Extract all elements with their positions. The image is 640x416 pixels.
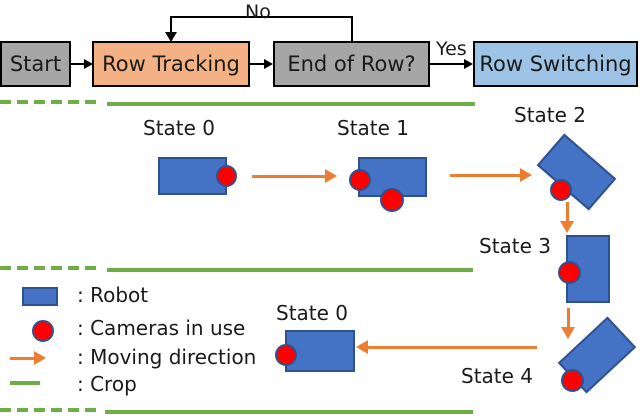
state-label-3: State 3 <box>479 234 552 258</box>
moving-arrow-state4-to-state0 <box>368 346 537 349</box>
flowchart-node-end-of-row-label: End of Row? <box>287 51 416 76</box>
legend-camera-swatch <box>32 320 54 342</box>
legend-moving-arrowhead-icon <box>34 351 46 365</box>
legend-moving-arrow-swatch <box>10 357 36 360</box>
robot-state0-top <box>158 157 227 195</box>
robot-state3-vertical <box>566 235 610 303</box>
flowchart-node-row-tracking-label: Row Tracking <box>102 51 240 76</box>
state-label-4: State 4 <box>461 364 534 388</box>
state-label-0-top: State 0 <box>143 116 216 140</box>
robot-state2-rotated <box>536 133 617 211</box>
edge-label-no: No <box>245 1 271 23</box>
state-label-0-bottom: State 0 <box>276 301 349 325</box>
flowchart-node-start: Start <box>0 41 71 87</box>
crop-line-solid-top <box>107 102 475 106</box>
legend-crop-label: : Crop <box>77 372 137 396</box>
flow-arrowhead-icon <box>464 59 473 69</box>
flowchart-node-row-switching-label: Row Switching <box>479 51 632 76</box>
crop-line-solid-bottom <box>105 410 473 414</box>
crop-line-solid-middle <box>107 268 473 272</box>
camera-icon-state3 <box>558 261 581 284</box>
flowchart-node-end-of-row: End of Row? <box>273 41 430 87</box>
flowchart-node-row-tracking: Row Tracking <box>92 41 250 87</box>
flowchart-node-start-label: Start <box>9 51 62 76</box>
legend-robot-label: : Robot <box>77 283 149 307</box>
camera-icon-state0-front <box>216 165 237 187</box>
flow-arrow-endofrow-to-switching <box>430 63 465 65</box>
moving-arrow-state0-to-state1 <box>252 175 327 178</box>
flowchart-node-row-switching: Row Switching <box>473 41 638 87</box>
no-loop-arrowhead-icon <box>165 32 177 42</box>
crop-line-dashed-top <box>0 100 96 104</box>
legend-cameras-label: : Cameras in use <box>77 316 246 340</box>
crop-line-dashed-middle <box>0 266 96 270</box>
flow-arrowhead-icon <box>84 59 93 69</box>
moving-arrowhead-icon <box>560 221 574 233</box>
moving-arrow-state2-to-state3 <box>566 202 569 223</box>
no-loop-line-up <box>351 16 353 42</box>
no-loop-line-across <box>170 16 353 18</box>
crop-line-dashed-bottom <box>0 408 96 412</box>
moving-arrowhead-icon <box>520 168 532 182</box>
moving-arrowhead-icon <box>325 169 337 183</box>
legend-moving-label: : Moving direction <box>77 345 257 369</box>
camera-icon-state1-rear <box>349 169 371 191</box>
legend-robot-swatch <box>22 287 58 306</box>
edge-label-yes: Yes <box>436 38 467 60</box>
legend-crop-swatch <box>10 381 40 385</box>
no-loop-line-down <box>170 16 172 33</box>
state-label-2: State 2 <box>514 103 587 127</box>
state-label-1: State 1 <box>337 116 410 140</box>
moving-arrow-state1-to-state2 <box>450 174 522 177</box>
flow-arrow-start-to-tracking <box>71 63 86 65</box>
camera-icon-state0-bottom <box>275 344 297 366</box>
camera-icon-state4 <box>561 369 584 392</box>
moving-arrowhead-icon <box>561 327 575 339</box>
camera-icon-state2 <box>550 179 572 201</box>
moving-arrow-state3-to-state4 <box>567 308 570 329</box>
robot-state0-bottom <box>285 330 355 372</box>
flow-arrowhead-icon <box>264 59 273 69</box>
flow-arrow-tracking-to-endofrow <box>250 63 266 65</box>
camera-icon-state1-side <box>380 188 404 212</box>
moving-arrowhead-icon <box>356 340 368 354</box>
